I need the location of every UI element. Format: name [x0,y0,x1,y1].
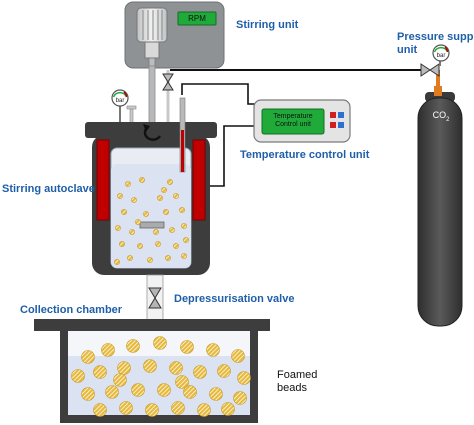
autoclave-bead [137,243,143,249]
tcu-line-2: Control unit [275,121,311,128]
autoclave-bead [153,229,159,235]
label-stirring-unit: Stirring unit [236,19,299,31]
autoclave-bead [131,197,137,203]
autoclave-bead [119,241,125,247]
autoclave-bead [181,223,187,229]
foamed-bead [233,391,247,405]
foamed-bead [217,364,231,378]
foamed-bead [237,371,251,385]
autoclave-bead [173,193,179,199]
foamed-bead [93,365,107,379]
heater-left [96,139,110,221]
autoclave-bead [147,257,153,263]
pressure-gauge-right: bar [432,44,450,62]
chamber-lid [34,319,270,331]
tcu-wiring [181,83,256,187]
autoclave-bead [125,181,131,187]
tcu-line-1: Temperature [273,113,313,120]
foamed-bead [197,403,211,417]
label-stirring-autoclave: Stirring autoclave [2,183,95,195]
label-depressurisation-valve: Depressurisation valve [174,293,295,305]
autoclave-bead [115,225,121,231]
rpm-label: RPM [188,14,206,23]
autoclave-bead [169,227,175,233]
foamed-bead [81,350,95,364]
autoclave-bead [135,219,141,225]
foamed-bead [157,383,171,397]
stirring-autoclave [85,97,217,275]
gauge-left-unit: bar [116,98,125,104]
gauge-right-unit: bar [437,53,446,59]
autoclave-bead [163,209,169,215]
cylinder-body [417,97,463,327]
foamed-bead [113,373,127,387]
autoclave-bead [114,259,120,265]
autoclave-bead [143,211,149,217]
autoclave-bead [161,187,167,193]
foamed-bead [145,403,159,417]
foamed-bead [180,340,194,354]
label-collection-chamber: Collection chamber [20,304,123,316]
foamed-beads [71,336,251,417]
foamed-bead [71,369,85,383]
label-temperature-control-unit: Temperature control unit [240,149,370,161]
autoclave-bead [173,243,179,249]
foamed-bead [209,387,223,401]
foamed-bead [131,383,145,397]
foamed-bead [169,361,183,375]
rpm-display [177,11,217,26]
label-pressure-supply-unit: Pressure supply unit [397,31,474,56]
depressurisation-valve [146,274,164,324]
valve-icon [148,287,162,299]
foamed-bead [221,402,235,416]
autoclave-bead [183,237,189,243]
autoclave-bead [167,179,173,185]
autoclave-bead [139,177,145,183]
autoclave-bead [165,255,171,261]
foamed-bead [193,365,207,379]
tcu-display-text: Temperature Control unit [262,113,324,129]
liquid [111,164,191,268]
co2-cylinder [417,86,463,327]
label-foamed-beads: Foamed beads [277,369,318,394]
foamed-bead [231,349,245,363]
foamed-bead [126,339,140,353]
foamed-bead [101,343,115,357]
foamed-bead [117,361,131,375]
autoclave-bead [155,241,161,247]
supply-valve-icon [420,63,431,77]
autoclave-bead [127,255,133,261]
foamed-bead [81,387,95,401]
inlet-valve-icon [162,73,174,91]
foamed-bead [93,403,107,417]
autoclave-bead [181,253,187,259]
stirring-unit [124,1,225,69]
heater-right [192,139,206,221]
foamed-bead [206,343,220,357]
supply-valve [420,58,441,77]
autoclave-bead [121,209,127,215]
autoclave-bead [179,207,185,213]
foamed-bead [175,375,189,389]
tcu-display [261,108,325,135]
autoclave-bead [157,195,163,201]
cylinder-gas-label: CO2 [432,110,450,123]
pressure-gauge-left: bar [111,89,129,126]
impeller-icon [139,221,165,229]
foamed-bead [153,336,167,350]
temperature-control-unit [253,99,351,143]
tcu-button-blue [338,112,344,118]
foamed-bead [105,385,119,399]
autoclave-bead [117,193,123,199]
autoclave-beads [114,177,189,265]
foamed-bead [183,385,197,399]
foamed-bead [143,359,157,373]
tcu-button-red [330,112,336,118]
autoclave-bead [129,229,135,235]
foamed-bead [119,401,133,415]
foamed-bead [171,401,185,415]
